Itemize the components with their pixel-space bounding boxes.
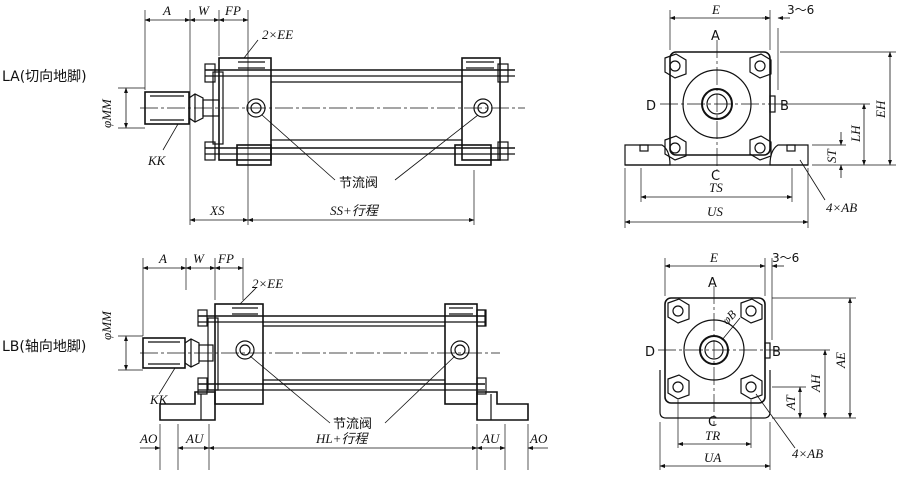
- kk-label: KK: [147, 153, 167, 168]
- dir-c-la: C: [711, 169, 720, 184]
- la-title: LA(切向地脚): [2, 69, 87, 85]
- dir-c-lb: C: [708, 415, 717, 430]
- ah-label: AH: [808, 374, 823, 393]
- mm-label: φMM: [99, 98, 114, 128]
- ab-label-lb: 4×AB: [792, 446, 823, 461]
- dir-b-lb: B: [772, 345, 781, 360]
- ee-label: 2×EE: [262, 27, 293, 42]
- dir-a-lb: A: [708, 276, 717, 291]
- au-label-left: AU: [185, 431, 205, 446]
- hl-label: HL+行程: [315, 431, 369, 446]
- dim-fp-label-lb: FP: [217, 251, 234, 266]
- dir-d-lb: D: [645, 345, 655, 360]
- phi-b-label: φB: [719, 307, 739, 327]
- xs-label: XS: [209, 203, 225, 218]
- ts-label: TS: [709, 180, 723, 195]
- at-label: AT: [783, 395, 798, 411]
- eh-label: EH: [873, 100, 888, 119]
- lb-title: LB(轴向地脚): [2, 339, 87, 355]
- dim-a-label-lb: A: [158, 251, 167, 266]
- dir-b-la: B: [780, 99, 789, 114]
- dim-w-label: W: [198, 3, 210, 18]
- ee-label-lb: 2×EE: [252, 276, 283, 291]
- dim-a-label: A: [162, 3, 171, 18]
- ao-label-left: AO: [139, 431, 158, 446]
- lb-end-view: [658, 258, 856, 470]
- la-side-view: [118, 10, 525, 225]
- la-end-view: [624, 10, 896, 228]
- gap-label-lb: 3～6: [772, 251, 799, 265]
- throttle-label-la: 节流阀: [339, 176, 378, 191]
- ae-label: AE: [833, 352, 848, 369]
- kk-label-lb: KK: [149, 392, 169, 407]
- lb-side-view: [118, 258, 548, 470]
- gap-label-la: 3～6: [787, 3, 814, 17]
- ss-label: SS+行程: [330, 203, 380, 218]
- ao-label-right: AO: [529, 431, 548, 446]
- ab-label-la: 4×AB: [826, 200, 857, 215]
- throttle-label-lb: 节流阀: [333, 417, 372, 432]
- ua-label: UA: [704, 450, 721, 465]
- e-label-la: E: [711, 2, 720, 17]
- dir-d-la: D: [646, 99, 656, 114]
- e-label-lb: E: [709, 250, 718, 265]
- au-label-right: AU: [481, 431, 501, 446]
- lh-label: LH: [848, 125, 863, 143]
- mm-label-lb: φMM: [99, 310, 114, 340]
- dim-fp-label: FP: [224, 3, 241, 18]
- tr-label: TR: [705, 428, 720, 443]
- dim-w-label-lb: W: [193, 251, 205, 266]
- us-label: US: [707, 204, 723, 219]
- st-label: ST: [824, 149, 839, 164]
- dir-a-la: A: [711, 29, 720, 44]
